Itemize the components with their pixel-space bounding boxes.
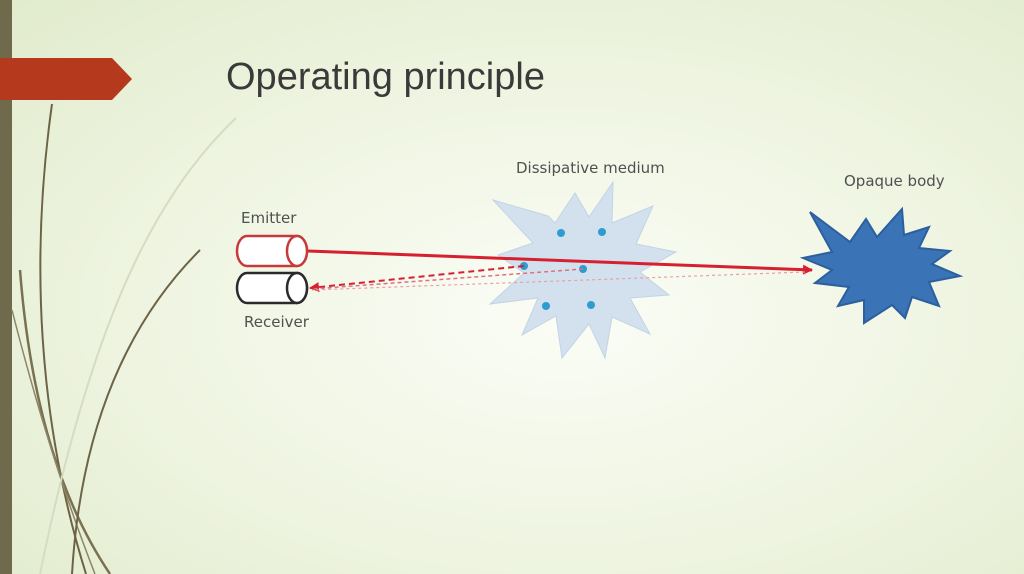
- dissipative-medium-label: Dissipative medium: [516, 159, 665, 177]
- particle-dot: [557, 229, 565, 237]
- return-beam-scattered: [309, 265, 525, 293]
- particle-dot: [587, 301, 595, 309]
- receiver-cylinder: [235, 271, 309, 305]
- opaque-body-label: Opaque body: [844, 172, 945, 190]
- emitter-cylinder: [235, 234, 309, 268]
- return-beam-particle: [311, 268, 584, 290]
- emitter-label: Emitter: [241, 209, 297, 227]
- return-beam-body: [311, 271, 806, 291]
- particle-dot: [598, 228, 606, 236]
- left-border-strip: [0, 0, 12, 574]
- title-accent-marker: [0, 58, 132, 100]
- decorative-curves: [11, 103, 237, 574]
- slide-title: Operating principle: [226, 56, 545, 98]
- emitted-beam: [307, 249, 813, 275]
- opaque-body-shape: [799, 206, 964, 325]
- particle-dot: [542, 302, 550, 310]
- receiver-label: Receiver: [244, 313, 310, 331]
